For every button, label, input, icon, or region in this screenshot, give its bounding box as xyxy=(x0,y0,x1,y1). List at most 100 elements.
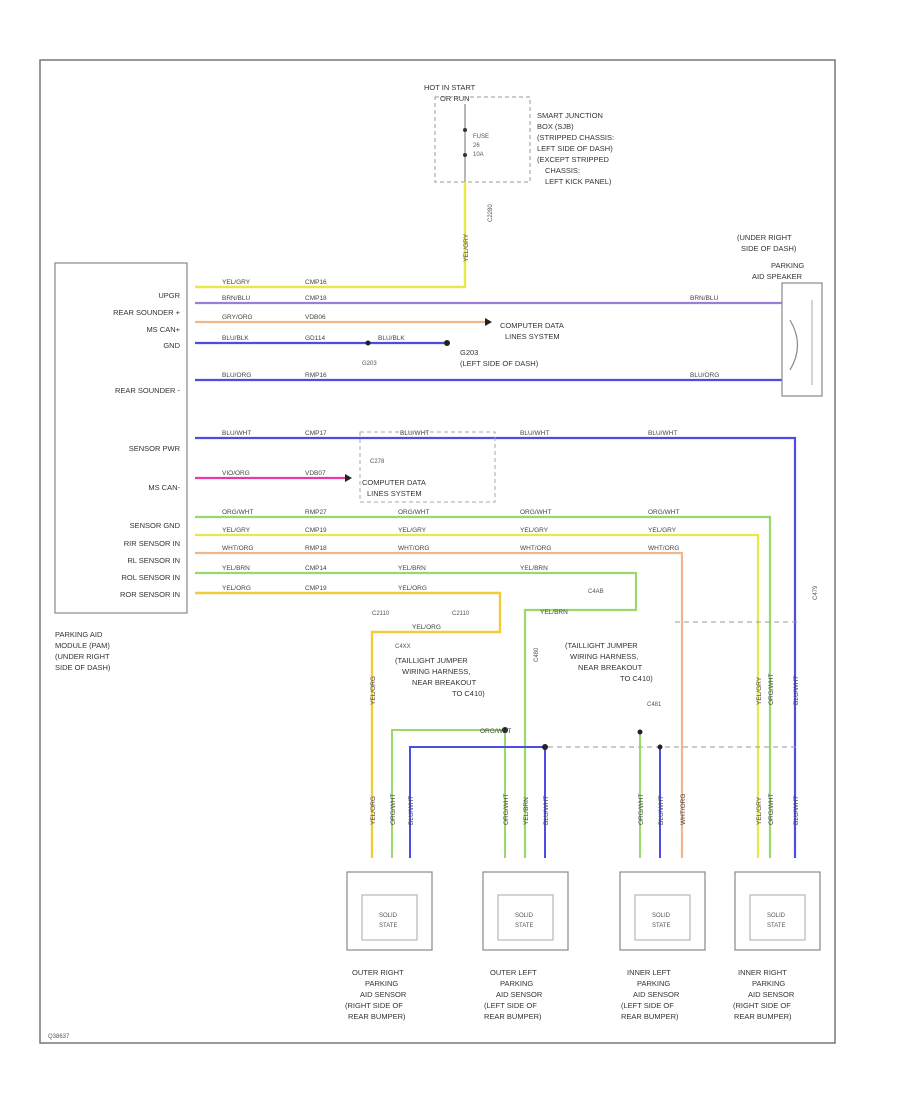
module-label-2: MODULE (PAM) xyxy=(55,641,110,650)
connector-c4ab: C4AB xyxy=(588,589,604,595)
vlabel-blu-wht-4: BLU/WHT xyxy=(793,676,800,705)
sensor-inner-left-label-1: INNER LEFT xyxy=(627,968,671,977)
vlabel-yel-gry-2: YEL/GRY xyxy=(756,796,763,825)
wire-label-org-wht-3: ORG/WHT xyxy=(520,509,551,516)
circuit-vdb06: VDB06 xyxy=(305,314,326,321)
sensor-outer-right-inner-1: SOLID xyxy=(379,913,398,919)
sensor-outer-right-label-3: AID SENSOR xyxy=(360,990,407,999)
module-pin-upgr: UPGR xyxy=(158,291,180,300)
sensor-inner-left-label-5: REAR BUMPER) xyxy=(621,1012,679,1021)
sensor-inner-right-label-5: REAR BUMPER) xyxy=(734,1012,792,1021)
wire-label-yel-gry-rir-4: YEL/GRY xyxy=(648,527,677,534)
figure-id: Q38637 xyxy=(48,1034,70,1040)
module-label-3: (UNDER RIGHT xyxy=(55,652,110,661)
wire-label-yel-brn-3: YEL/BRN xyxy=(520,565,548,572)
circuit-gd114: GD114 xyxy=(305,335,325,342)
sensor-inner-right-label-1: INNER RIGHT xyxy=(738,968,787,977)
parking-aid-module: UPGR REAR SOUNDER + MS CAN+ GND REAR SOU… xyxy=(54,262,188,672)
vlabel-org-wht-1: ORG/WHT xyxy=(390,794,397,825)
fuse-number: 26 xyxy=(473,143,480,149)
speaker-name-2: AID SPEAKER xyxy=(752,272,803,281)
fuse-amperage: 10A xyxy=(473,152,484,158)
vlabel-blu-wht-3: BLU/WHT xyxy=(658,796,665,825)
circuit-cmp16: CMP16 xyxy=(305,279,327,286)
module-pin-sensor-gnd: SENSOR GND xyxy=(130,521,181,530)
sensor-inner-right-label-3: AID SENSOR xyxy=(748,990,795,999)
sensor-inner-right-inner-2: STATE xyxy=(767,923,785,929)
computer-data-label-1: COMPUTER DATA xyxy=(500,321,564,330)
harness-left-3: NEAR BREAKOUT xyxy=(412,678,477,687)
wire-label-org-wht: ORG/WHT xyxy=(222,509,253,516)
lower-distribution: ORG/WHT C481 YEL/ORG YEL/ORG ORG/WHT BLU… xyxy=(370,674,800,858)
wire-label-yel-brn: YEL/BRN xyxy=(222,565,250,572)
c278-dashed-box xyxy=(359,431,496,503)
wire-label-wht-org: WHT/ORG xyxy=(222,545,253,552)
sjb-line-6: CHASSIS: xyxy=(545,166,580,175)
circuit-rmp27: RMP27 xyxy=(305,509,327,516)
circuit-rmp18: RMP18 xyxy=(305,545,327,552)
vlabel-wht-org-1: WHT/ORG xyxy=(680,794,687,825)
circuit-rmp16: RMP16 xyxy=(305,372,327,379)
wire-label-yel-gry-rir: YEL/GRY xyxy=(222,527,251,534)
wire-label-yel-org-3: YEL/ORG xyxy=(412,624,441,631)
harness-left-4: TO C410) xyxy=(452,689,485,698)
wire-label-org-wht-splice: ORG/WHT xyxy=(480,728,511,735)
sensor-outer-left-inner-2: STATE xyxy=(515,923,533,929)
wire-label-yel-gry-vertical: YEL/GRY xyxy=(463,233,470,262)
wire-label-yel-org-2: YEL/ORG xyxy=(398,585,427,592)
sensor-inner-left-label-3: AID SENSOR xyxy=(633,990,680,999)
computer-data-label-4: LINES SYSTEM xyxy=(367,489,422,498)
vlabel-blu-wht-2: BLU/WHT xyxy=(543,796,550,825)
upper-wires: YEL/GRY YEL/GRY CMP16 BRN/BLU CMP18 BRN/… xyxy=(195,182,782,382)
wire-label-org-wht-4: ORG/WHT xyxy=(648,509,679,516)
sensor-inner-right: SOLID STATE INNER RIGHT PARKING AID SENS… xyxy=(733,871,821,1021)
sensor-outer-left: SOLID STATE OUTER LEFT PARKING AID SENSO… xyxy=(482,871,569,1021)
connector-c2110-b: C2110 xyxy=(452,611,470,617)
sjb-line-2: BOX (SJB) xyxy=(537,122,574,131)
ground-label-1: G203 xyxy=(460,348,478,357)
module-pin-rir-sensor-in: RIR SENSOR IN xyxy=(124,539,180,548)
vlabel-org-wht-2: ORG/WHT xyxy=(503,794,510,825)
sjb-line-4: LEFT SIDE OF DASH) xyxy=(537,144,613,153)
sjb-dashed-box xyxy=(434,96,531,183)
power-source: HOT IN START OR RUN FUSE 26 10A SMART JU… xyxy=(424,83,614,222)
harness-right-2: WIRING HARNESS, xyxy=(570,652,638,661)
sensor-inner-left-label-2: PARKING xyxy=(637,979,670,988)
splice-s203: G203 xyxy=(362,361,377,367)
diagram-frame xyxy=(39,59,836,1044)
sensor-inner-left-inner-1: SOLID xyxy=(652,913,671,919)
circuit-vdb07: VDB07 xyxy=(305,470,326,477)
wire-yel-gry-rir xyxy=(195,533,760,858)
wire-label-wht-org-2: WHT/ORG xyxy=(398,545,429,552)
middle-wires: BLU/WHT CMP17 BLU/WHT BLU/WHT BLU/WHT C2… xyxy=(195,430,797,858)
module-pin-ror-sensor-in: ROR SENSOR IN xyxy=(120,590,180,599)
sensor-outer-right-label-2: PARKING xyxy=(365,979,398,988)
sensor-inner-left-label-4: (LEFT SIDE OF xyxy=(621,1001,674,1010)
connector-c410: C479 xyxy=(813,585,819,600)
sensor-inner-right-inner-1: SOLID xyxy=(767,913,786,919)
module-box xyxy=(54,262,188,614)
circuit-cmp14: CMP14 xyxy=(305,565,327,572)
ground-label-2: (LEFT SIDE OF DASH) xyxy=(460,359,539,368)
sensor-outer-left-label-2: PARKING xyxy=(500,979,533,988)
vlabel-yel-gry-1: YEL/GRY xyxy=(756,676,763,705)
wire-label-yel-brn-4: YEL/BRN xyxy=(540,609,568,616)
wire-label-wht-org-3: WHT/ORG xyxy=(520,545,551,552)
wire-label-blu-wht-2: BLU/WHT xyxy=(400,430,429,437)
sensor-outer-left-inner-1: SOLID xyxy=(515,913,534,919)
sensor-outer-left-label-1: OUTER LEFT xyxy=(490,968,537,977)
computer-data-label-2: LINES SYSTEM xyxy=(505,332,560,341)
circuit-cmp18: CMP18 xyxy=(305,295,327,302)
sjb-line-3: (STRIPPED CHASSIS: xyxy=(537,133,614,142)
vlabel-blu-wht-5: BLU/WHT xyxy=(793,796,800,825)
vlabel-yel-org-2: YEL/ORG xyxy=(370,796,377,825)
module-pin-rear-sounder-plus: REAR SOUNDER + xyxy=(113,308,181,317)
sjb-line-7: LEFT KICK PANEL) xyxy=(545,177,612,186)
module-pin-rear-sounder-minus: REAR SOUNDER - xyxy=(115,386,181,395)
sensor-inner-right-label-4: (RIGHT SIDE OF xyxy=(733,1001,791,1010)
sjb-line-5: (EXCEPT STRIPPED xyxy=(537,155,610,164)
connector-c2280: C2280 xyxy=(488,204,494,222)
wire-label-brn-blu: BRN/BLU xyxy=(222,295,250,302)
vlabel-blu-wht-1: BLU/WHT xyxy=(408,796,415,825)
